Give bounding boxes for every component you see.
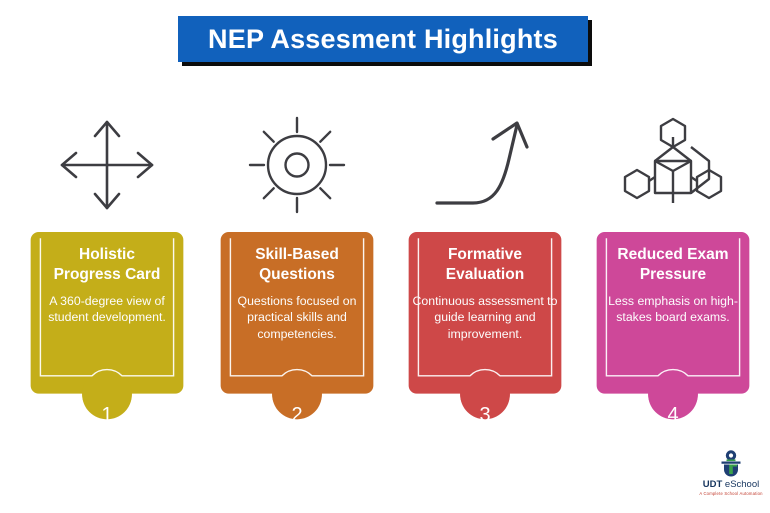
- logo-tagline: A Complete School Automation: [699, 490, 763, 496]
- card-1-title: Holistic Progress Card: [53, 246, 161, 283]
- card-2-text: Skill-Based Questions Questions focused …: [222, 245, 372, 343]
- card-3-title: Formative Evaluation: [445, 246, 525, 283]
- card-3-description: Continuous assessment to guide learning …: [412, 293, 558, 342]
- card-2-description: Questions focused on practical skills an…: [237, 293, 357, 342]
- card-3-shape: [408, 232, 562, 420]
- four-direction-arrows-icon: [48, 114, 166, 221]
- card-2[interactable]: Skill-Based Questions Questions focused …: [211, 232, 383, 426]
- icon-cell-4: [578, 112, 768, 222]
- udt-eschool-logo-icon: [697, 449, 765, 479]
- card-4-title: Reduced Exam Pressure: [617, 246, 729, 283]
- icons-row: [0, 112, 770, 224]
- card-4-shape: [596, 232, 750, 420]
- sun-rays-icon: [242, 114, 352, 221]
- molecule-cube-icon: [620, 115, 726, 220]
- title-banner: NEP Assesment Highlights: [178, 16, 588, 62]
- card-3[interactable]: Formative Evaluation Continuous assessme…: [399, 232, 571, 426]
- card-4-number: 4: [667, 403, 679, 426]
- card-1[interactable]: Holistic Progress Card A 360-degree view…: [21, 232, 193, 426]
- card-1-description: A 360-degree view of student development…: [48, 293, 166, 325]
- card-3-number: 3: [479, 403, 491, 426]
- cards-row: Holistic Progress Card A 360-degree view…: [0, 232, 770, 437]
- logo-name: UDT eSchool: [697, 480, 765, 490]
- icon-cell-2: [202, 112, 392, 222]
- card-2-title: Skill-Based Questions: [255, 246, 339, 283]
- icon-cell-3: [390, 112, 580, 222]
- card-4-text: Reduced Exam Pressure Less emphasis on h…: [598, 245, 748, 326]
- card-2-shape: [220, 232, 374, 420]
- page-title: NEP Assesment Highlights: [208, 23, 558, 54]
- card-1-text: Holistic Progress Card A 360-degree view…: [32, 245, 182, 326]
- icon-cell-1: [12, 112, 202, 222]
- brand-logo: UDT eSchool A Complete School Automation: [697, 449, 765, 501]
- logo-name-bold: UDT: [702, 479, 723, 490]
- card-1-shape: [30, 232, 184, 420]
- card-1-number: 1: [101, 403, 113, 426]
- page-title-banner: NEP Assesment Highlights: [178, 16, 592, 66]
- card-3-text: Formative Evaluation Continuous assessme…: [410, 245, 560, 343]
- card-2-number: 2: [291, 403, 303, 426]
- growth-arrow-icon: [429, 115, 541, 220]
- logo-name-rest: eSchool: [722, 479, 760, 490]
- card-4[interactable]: Reduced Exam Pressure Less emphasis on h…: [587, 232, 759, 426]
- card-4-description: Less emphasis on high-stakes board exams…: [608, 293, 738, 325]
